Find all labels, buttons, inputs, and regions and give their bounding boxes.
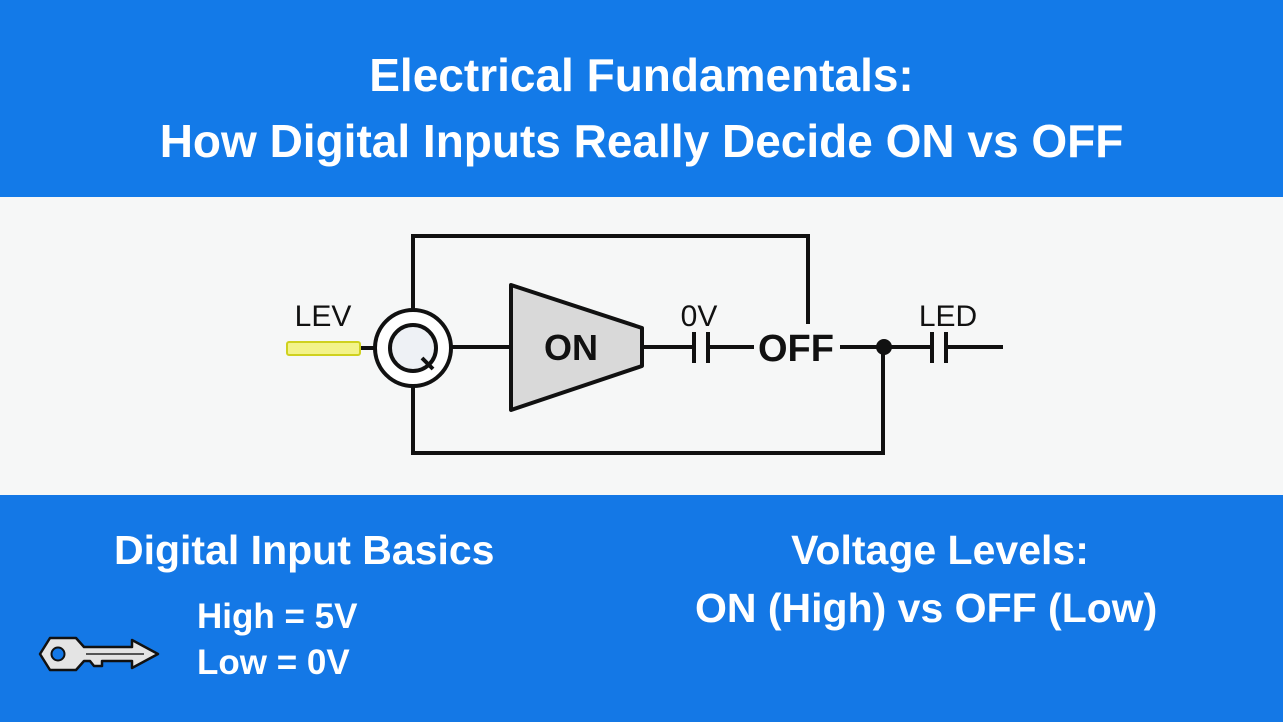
- title-line-1: Electrical Fundamentals:: [369, 49, 914, 101]
- circuit-diagram-panel: LEV ON 0V OFF LED: [0, 197, 1283, 495]
- switch-label: OFF: [758, 328, 834, 370]
- info-banner: Digital Input Basics High = 5V Low = 0V …: [0, 495, 1283, 722]
- title-banner: Electrical Fundamentals: How Digital Inp…: [0, 0, 1283, 197]
- key-icon: [38, 636, 160, 672]
- input-label: LEV: [295, 300, 352, 333]
- right-panel-heading-line-2: ON (High) vs OFF (Low): [695, 585, 1158, 631]
- feedback-wire-bottom: [411, 345, 885, 455]
- junction-dot: [876, 339, 892, 355]
- title-line-2: How Digital Inputs Really Decide ON vs O…: [159, 115, 1124, 167]
- capacitor-label: 0V: [681, 300, 718, 333]
- circuit-diagram: LEV ON 0V OFF LED: [286, 234, 1003, 455]
- feedback-wire-top: [411, 234, 810, 324]
- output-label: LED: [919, 300, 977, 333]
- sensor-q-tail: [420, 356, 435, 371]
- high-voltage-line: High = 5V: [197, 597, 358, 636]
- right-panel-heading-line-1: Voltage Levels:: [791, 527, 1089, 573]
- amplifier-block: [509, 283, 644, 412]
- amplifier-label: ON: [544, 327, 598, 368]
- low-voltage-line: Low = 0V: [197, 643, 350, 682]
- input-indicator-bar: [286, 341, 361, 356]
- left-panel-heading: Digital Input Basics: [114, 527, 495, 573]
